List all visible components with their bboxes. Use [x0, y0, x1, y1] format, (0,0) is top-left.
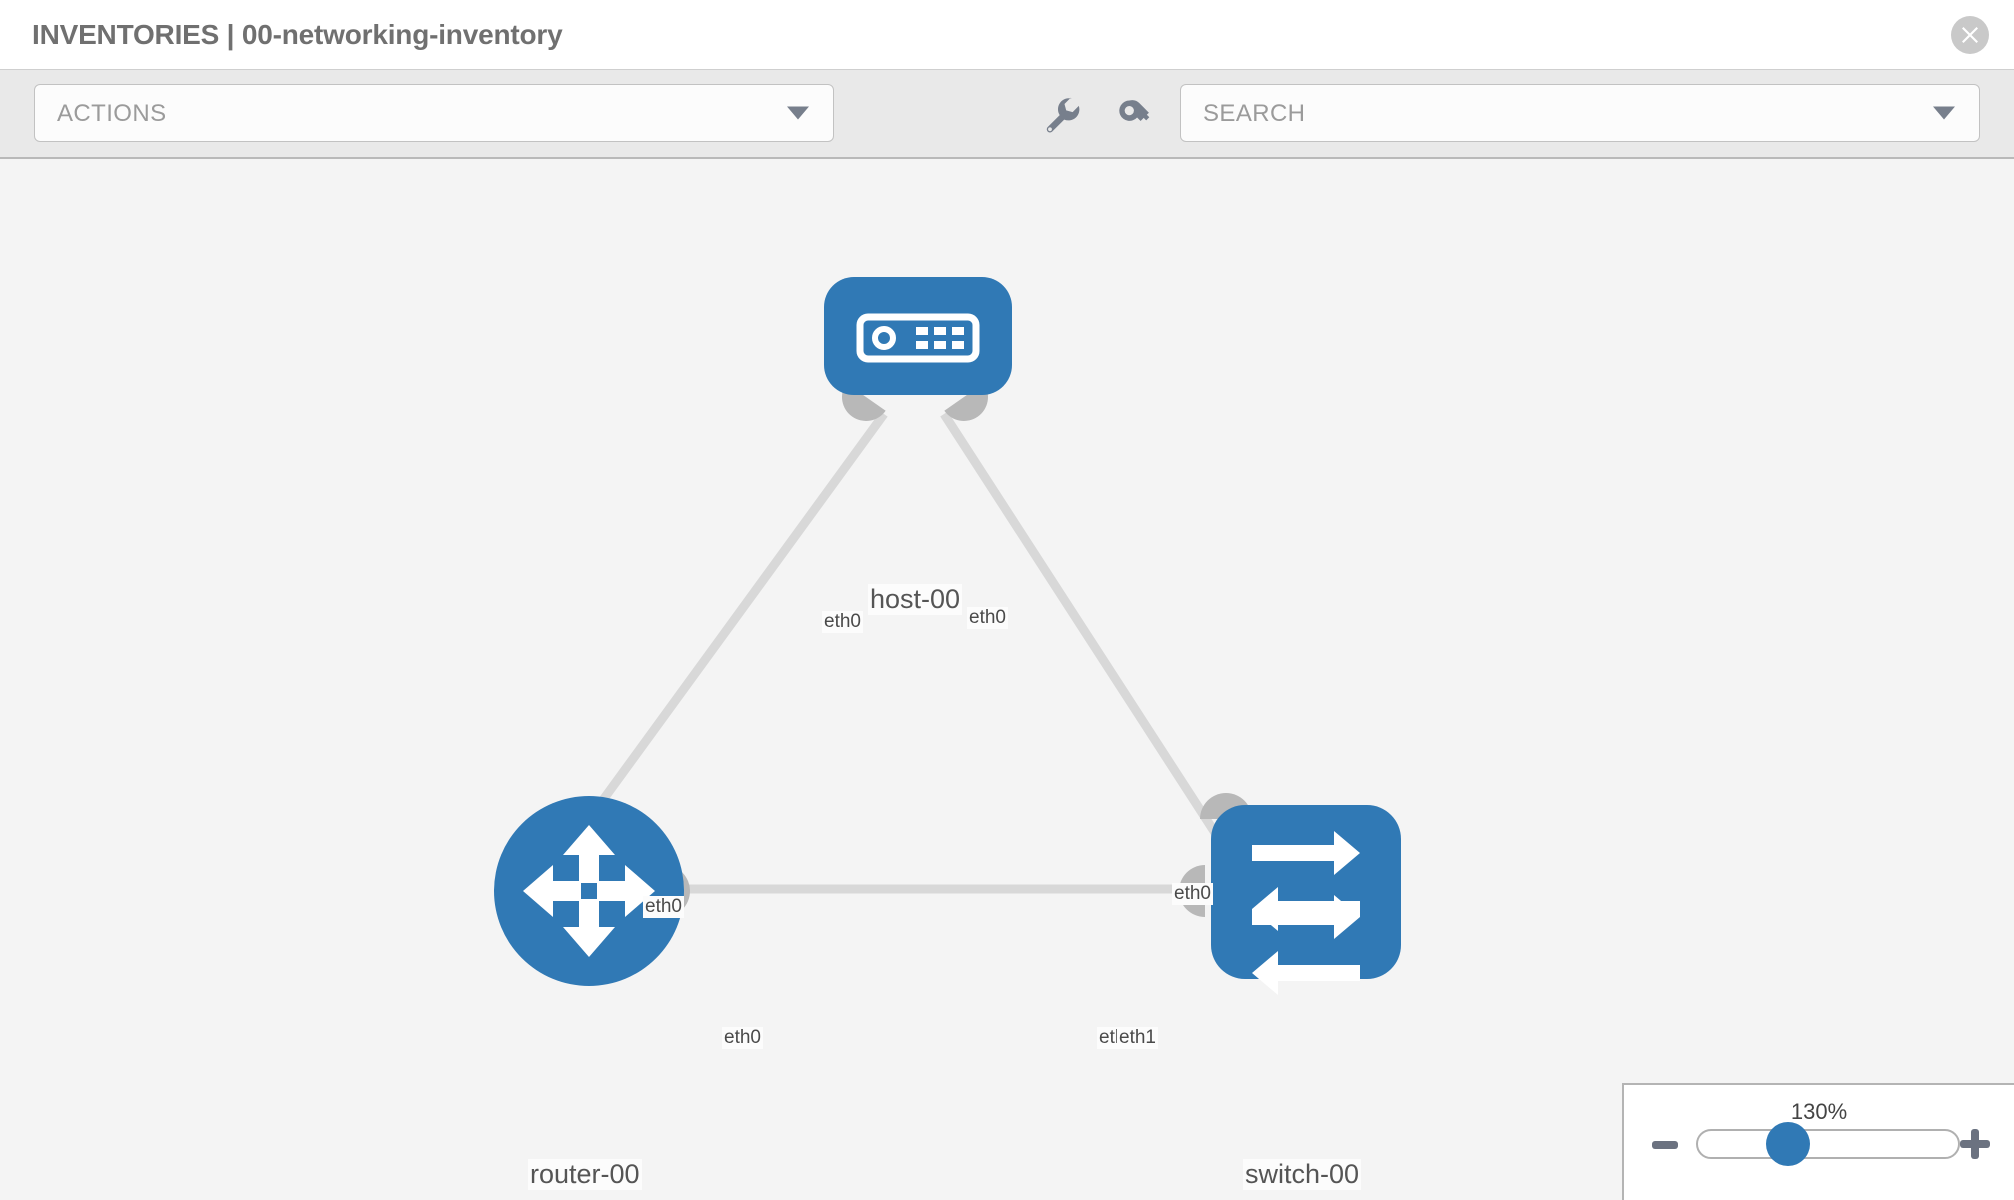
- node-host-00: [824, 277, 1012, 395]
- search-placeholder: SEARCH: [1203, 100, 1306, 127]
- zoom-control-panel: 130%: [1622, 1083, 2014, 1200]
- search-input[interactable]: SEARCH: [1180, 84, 1980, 142]
- zoom-in-icon[interactable]: [1960, 1129, 1990, 1159]
- actions-dropdown-label: ACTIONS: [57, 100, 167, 127]
- zoom-out-icon[interactable]: [1652, 1141, 1678, 1149]
- iface-label-host-left: eth0: [822, 611, 863, 633]
- node-switch-00: [1211, 805, 1401, 995]
- link-host-router: [556, 411, 888, 862]
- iface-label-switch-left: eth1: [1117, 1027, 1158, 1049]
- key-icon[interactable]: [1110, 90, 1158, 138]
- chevron-down-icon[interactable]: [787, 106, 809, 120]
- node-label-switch-00[interactable]: switch-00: [1243, 1159, 1362, 1190]
- app-header: INVENTORIES | 00-networking-inventory: [0, 0, 2014, 70]
- link-host-switch: [940, 411, 1236, 862]
- iface-label-host-right: eth0: [967, 607, 1008, 629]
- node-label-router-00[interactable]: router-00: [528, 1159, 642, 1190]
- page-title: INVENTORIES | 00-networking-inventory: [32, 19, 563, 50]
- close-icon[interactable]: [1951, 15, 1989, 54]
- node-label-host-00[interactable]: host-00: [868, 584, 963, 615]
- topology-links: [556, 411, 1236, 894]
- zoom-percent-label: 130%: [1790, 1099, 1848, 1124]
- actions-dropdown[interactable]: ACTIONS: [34, 84, 834, 142]
- toolbar: ACTIONS SEARCH: [0, 70, 2014, 159]
- iface-label-router-right: eth0: [722, 1027, 763, 1049]
- search-chevron-down-icon[interactable]: [1933, 106, 1955, 120]
- wrench-icon[interactable]: [1038, 90, 1086, 138]
- node-router-00: [494, 796, 684, 986]
- iface-label-router-up: eth0: [643, 896, 684, 918]
- zoom-slider-thumb[interactable]: [1766, 1122, 1810, 1166]
- topology-connectors: [664, 383, 1252, 917]
- topology-canvas[interactable]: host-00 router-00 switch-00 eth0 eth0 et…: [0, 159, 2014, 1200]
- iface-label-switch-up: eth0: [1172, 883, 1213, 905]
- zoom-slider-track[interactable]: [1696, 1129, 1960, 1159]
